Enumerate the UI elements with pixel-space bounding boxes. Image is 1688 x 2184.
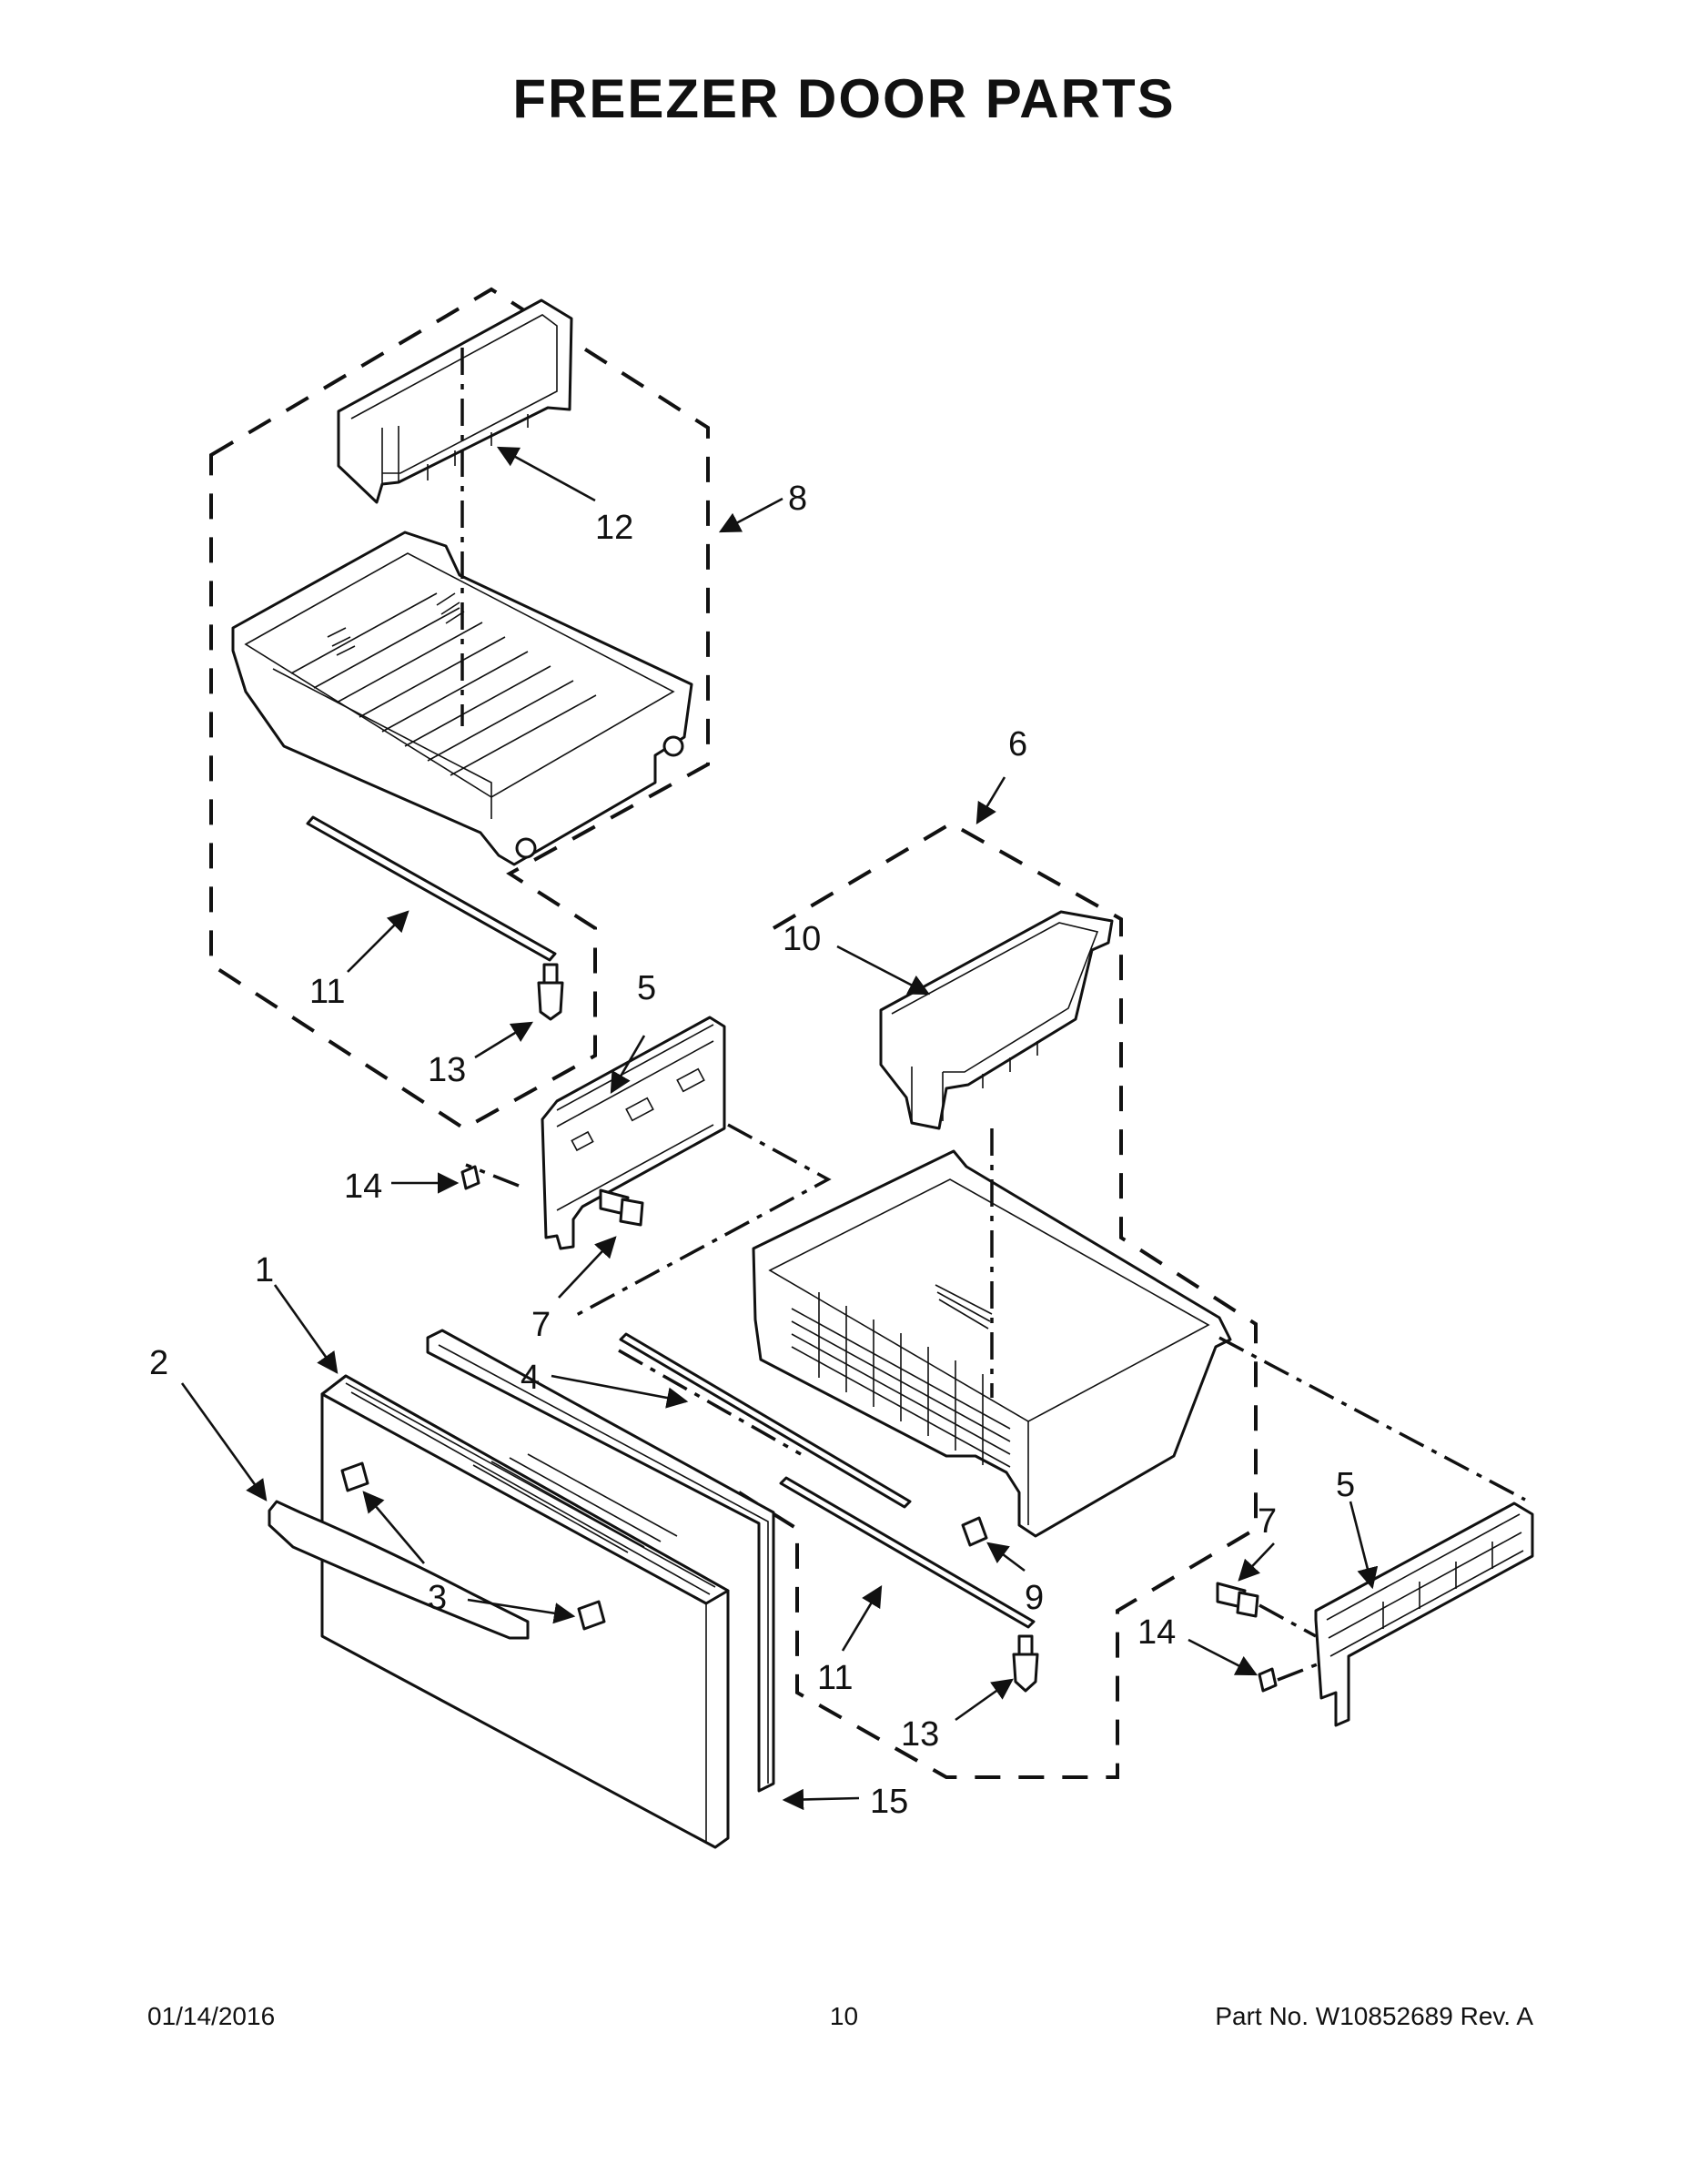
callout-8: 8 xyxy=(788,480,807,518)
upper-large-basket xyxy=(231,531,693,866)
lower-basket-assembly-boundary xyxy=(737,821,1258,1779)
leader-5a xyxy=(610,1035,646,1095)
callout-5-left: 5 xyxy=(637,969,656,1007)
stop-part xyxy=(961,1516,988,1547)
right-slide-bracket xyxy=(1314,1502,1534,1727)
leader-11b xyxy=(841,1584,883,1652)
callout-13-lower: 13 xyxy=(901,1715,939,1754)
right-clip xyxy=(1258,1667,1278,1693)
handle-screw-upper xyxy=(340,1461,369,1492)
leader-12 xyxy=(496,446,596,502)
left-shoulder-screw xyxy=(599,1188,644,1227)
callout-10: 10 xyxy=(783,920,821,958)
leader-2 xyxy=(180,1382,268,1502)
left-clip xyxy=(460,1165,480,1190)
leader-13a xyxy=(474,1021,533,1059)
door-handle xyxy=(268,1500,530,1640)
upper-rail xyxy=(306,815,557,962)
leader-7b xyxy=(1238,1542,1275,1582)
leader-10 xyxy=(836,945,931,996)
callout-11-lower: 11 xyxy=(817,1659,853,1697)
left-slide-bracket xyxy=(541,1016,726,1250)
right-shoulder-screw xyxy=(1216,1582,1259,1618)
freezer-door xyxy=(320,1374,730,1849)
footer-date: 01/14/2016 xyxy=(147,2002,276,2030)
lower-screw xyxy=(1012,1634,1039,1693)
leader-15 xyxy=(782,1788,860,1811)
callout-11-upper: 11 xyxy=(309,973,345,1011)
leader-4 xyxy=(551,1374,689,1409)
callout-6: 6 xyxy=(1008,725,1027,763)
left-bracket-dashdot-2 xyxy=(465,1163,520,1188)
upper-basket-assembly-boundary xyxy=(209,287,710,1131)
callout-14-left: 14 xyxy=(344,1168,382,1206)
right-screw-dashdot xyxy=(1258,1603,1317,1638)
right-rail-dashdot xyxy=(1218,1336,1526,1502)
callout-7-right: 7 xyxy=(1258,1502,1277,1541)
leader-8 xyxy=(718,497,783,533)
leader-7a xyxy=(558,1236,617,1299)
left-bracket-dashdot xyxy=(571,1123,832,1320)
leader-6 xyxy=(975,776,1006,825)
footer-page-number: 10 xyxy=(829,2002,859,2030)
upper-small-bin xyxy=(337,298,573,504)
callout-14-right: 14 xyxy=(1137,1613,1176,1652)
leader-11a xyxy=(347,910,409,973)
footer-part-number: Part No. W10852689 Rev. A xyxy=(1215,2002,1533,2030)
leader-9 xyxy=(986,1542,1026,1572)
lower-small-bin xyxy=(879,910,1114,1130)
door-gasket xyxy=(426,1329,775,1793)
leader-1 xyxy=(273,1284,339,1374)
callout-1: 1 xyxy=(255,1251,274,1289)
leader-3a xyxy=(362,1491,425,1564)
callout-5-right: 5 xyxy=(1336,1466,1355,1504)
page-title: FREEZER DOOR PARTS xyxy=(512,68,1176,129)
callout-4: 4 xyxy=(521,1359,540,1397)
callout-13-upper: 13 xyxy=(428,1051,466,1089)
callout-15: 15 xyxy=(870,1783,908,1821)
callout-9: 9 xyxy=(1025,1579,1044,1617)
long-rail xyxy=(619,1332,912,1509)
leader-13b xyxy=(955,1678,1014,1722)
leader-5b xyxy=(1349,1501,1379,1590)
rail-4-dashdot xyxy=(618,1349,802,1456)
right-clip-dashdot xyxy=(1277,1662,1320,1682)
handle-screw-lower xyxy=(577,1600,606,1631)
callout-7-left: 7 xyxy=(531,1306,551,1344)
lower-rail xyxy=(779,1476,1036,1629)
callout-3: 3 xyxy=(428,1579,447,1617)
leader-3b xyxy=(467,1598,576,1624)
upper-screw xyxy=(537,963,564,1021)
leader-14b xyxy=(1188,1638,1258,1676)
callout-2: 2 xyxy=(149,1344,168,1382)
callout-12: 12 xyxy=(595,509,633,547)
